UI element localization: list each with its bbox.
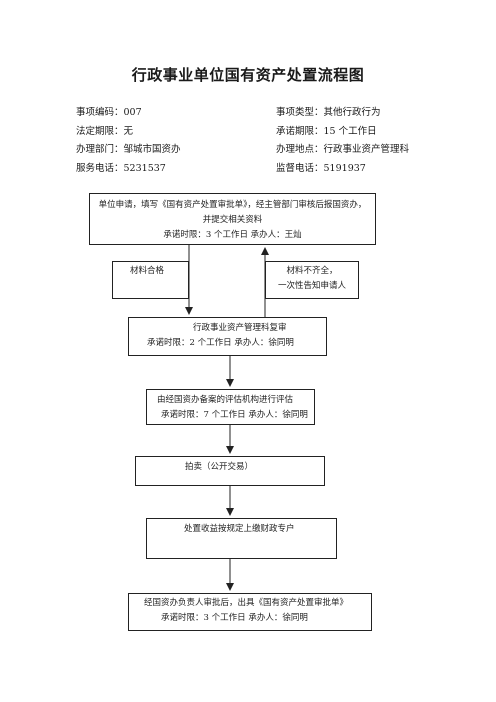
step-proceeds: 处置收益按规定上缴财政专户 <box>146 518 337 559</box>
info-item-type: 事项类型：其他行政行为 <box>276 107 381 118</box>
note-materials-qualified: 材料合格 <box>112 261 189 299</box>
info-item-supervision-phone: 监督电话：5191937 <box>276 162 366 174</box>
step-approve: 经国资办负责人审批后，出具《国有资产处置审批单》 承诺时限：3 个工作日 承办人… <box>128 593 372 631</box>
info-item-location: 办理地点：行政事业资产管理科 <box>276 144 410 155</box>
info-item-service-phone: 服务电话：5231537 <box>76 162 166 174</box>
step-auction: 拍卖（公开交易） <box>135 456 325 486</box>
info-right-column: 事项类型：其他行政行为 承诺期限：15 个工作日 办理地点：行政事业资产管理科 … <box>276 104 409 178</box>
info-item-legal-limit: 法定期限：无 <box>76 125 134 137</box>
info-item-promised-limit: 承诺期限：15 个工作日 <box>276 125 377 137</box>
step-evaluate: 由经国资办备案的评估机构进行评估 承诺时限：7 个工作日 承办人：徐同明 <box>146 389 315 425</box>
info-left-column: 事项编码：007 法定期限：无 办理部门：邹城市国资办 服务电话：5231537 <box>76 104 181 178</box>
page-title: 行政事业单位国有资产处置流程图 <box>131 66 365 84</box>
note-materials-incomplete: 材料不齐全， 一次性告知申请人 <box>265 261 359 299</box>
step-review: 行政事业资产管理科复审 承诺时限：2 个工作日 承办人：徐同明 <box>128 317 327 356</box>
info-item-code: 事项编码：007 <box>76 107 142 118</box>
step-apply: 单位申请，填写《国有资产处置审批单》，经主管部门审核后报国资办， 并提交相关资料… <box>89 193 376 245</box>
info-item-department: 办理部门：邹城市国资办 <box>76 144 181 155</box>
